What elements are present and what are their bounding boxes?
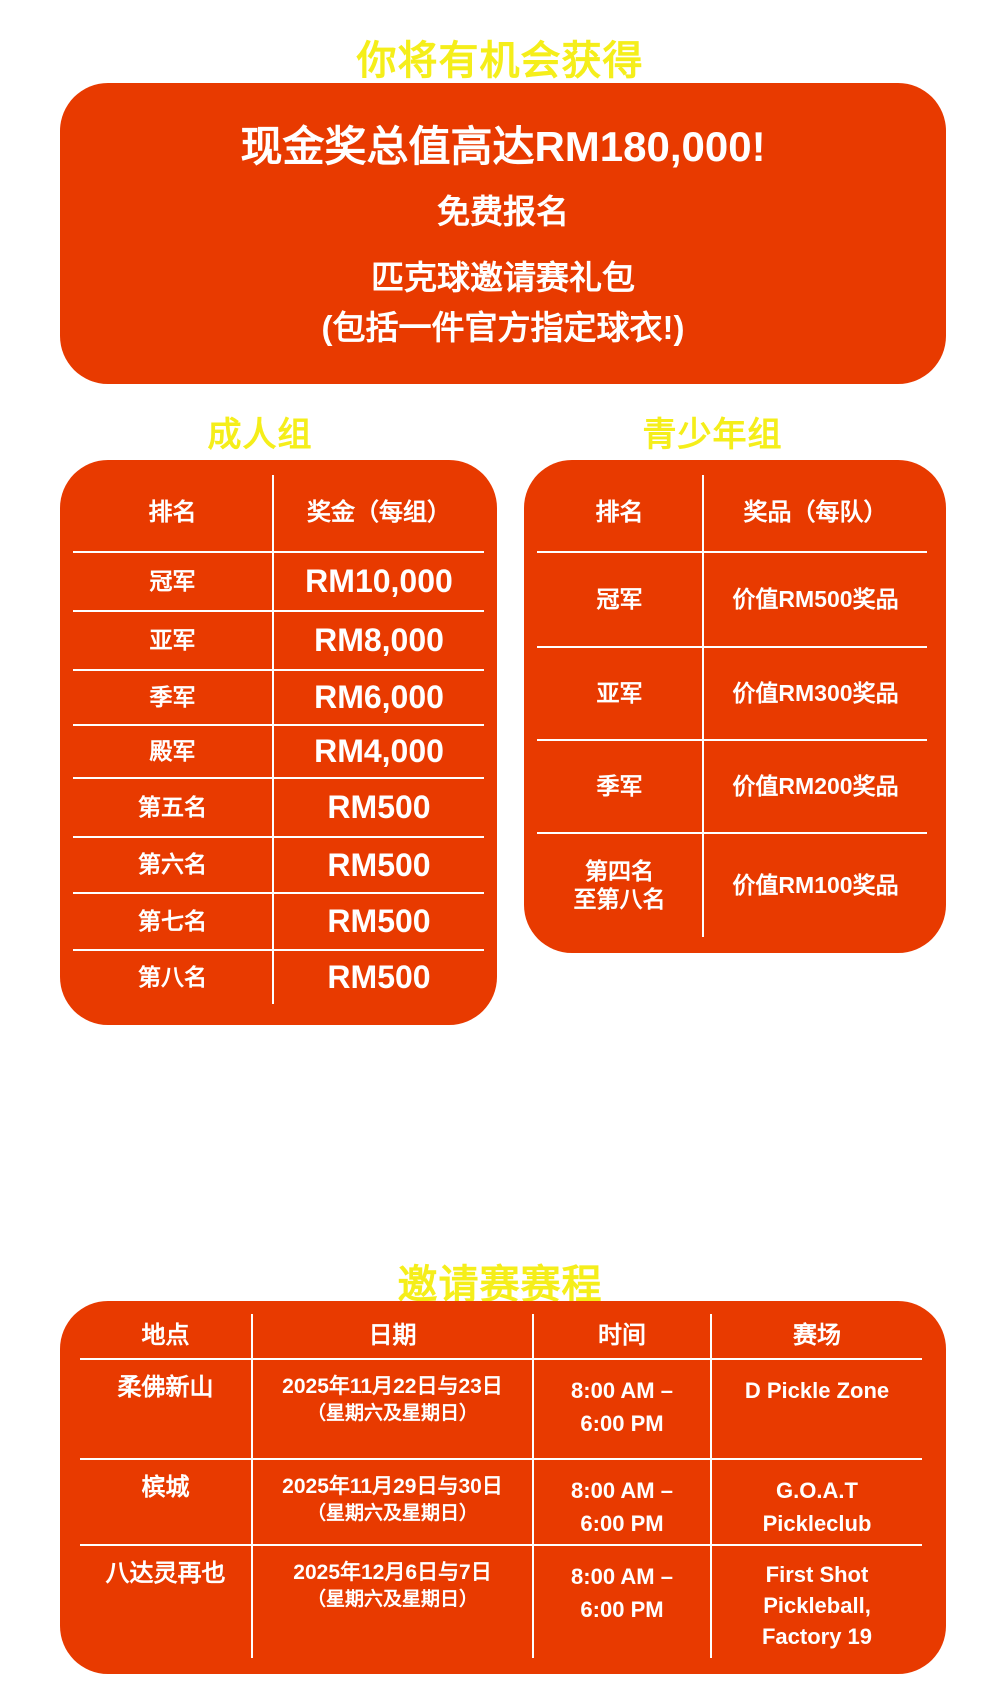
cash-prize-text: 现金奖总值高达RM180,000! xyxy=(240,123,766,170)
headline: 你将有机会获得 xyxy=(356,39,644,83)
table-row: 槟城 2025年11月29日与30日（星期六及星期日） 8:00 AM – 6:… xyxy=(80,1459,922,1546)
youth-prize-table: 排名奖品（每队） 冠军价值RM500奖品 亚军价值RM300奖品 季军价值RM2… xyxy=(537,475,927,937)
table-row: 八达灵再也 2025年12月6日与7日（星期六及星期日） 8:00 AM – 6… xyxy=(80,1545,922,1658)
header-rank: 排名 xyxy=(537,475,704,553)
free-registration-text: 免费报名 xyxy=(437,193,569,230)
table-row: 柔佛新山 2025年11月22日与23日（星期六及星期日） 8:00 AM – … xyxy=(80,1359,922,1460)
header-prize: 奖品（每队） xyxy=(703,475,927,553)
header-prize: 奖金（每组） xyxy=(273,475,484,553)
table-row: 第四名 至第八名价值RM100奖品 xyxy=(537,833,927,937)
table-header: 地点 日期 时间 赛场 xyxy=(80,1314,922,1360)
jersey-text: (包括一件官方指定球衣!) xyxy=(321,309,685,346)
table-row: 季军价值RM200奖品 xyxy=(537,740,927,834)
adult-title: 成人组 xyxy=(207,416,313,454)
youth-title: 青少年组 xyxy=(642,416,783,454)
table-row: 亚军价值RM300奖品 xyxy=(537,647,927,741)
header-rank: 排名 xyxy=(73,475,274,553)
gift-pack-text: 匹克球邀请赛礼包 xyxy=(371,259,635,296)
table-header: 排名奖品（每队） xyxy=(537,475,927,553)
table-header: 排名奖金（每组） xyxy=(73,475,484,553)
table-row: 冠军价值RM500奖品 xyxy=(537,552,927,648)
schedule-title: 邀请赛赛程 xyxy=(397,1263,603,1307)
highlights-panel: 现金奖总值高达RM180,000! 免费报名 匹克球邀请赛礼包 (包括一件官方指… xyxy=(60,83,946,384)
schedule-table: 地点 日期 时间 赛场 柔佛新山 2025年11月22日与23日（星期六及星期日… xyxy=(80,1314,922,1658)
